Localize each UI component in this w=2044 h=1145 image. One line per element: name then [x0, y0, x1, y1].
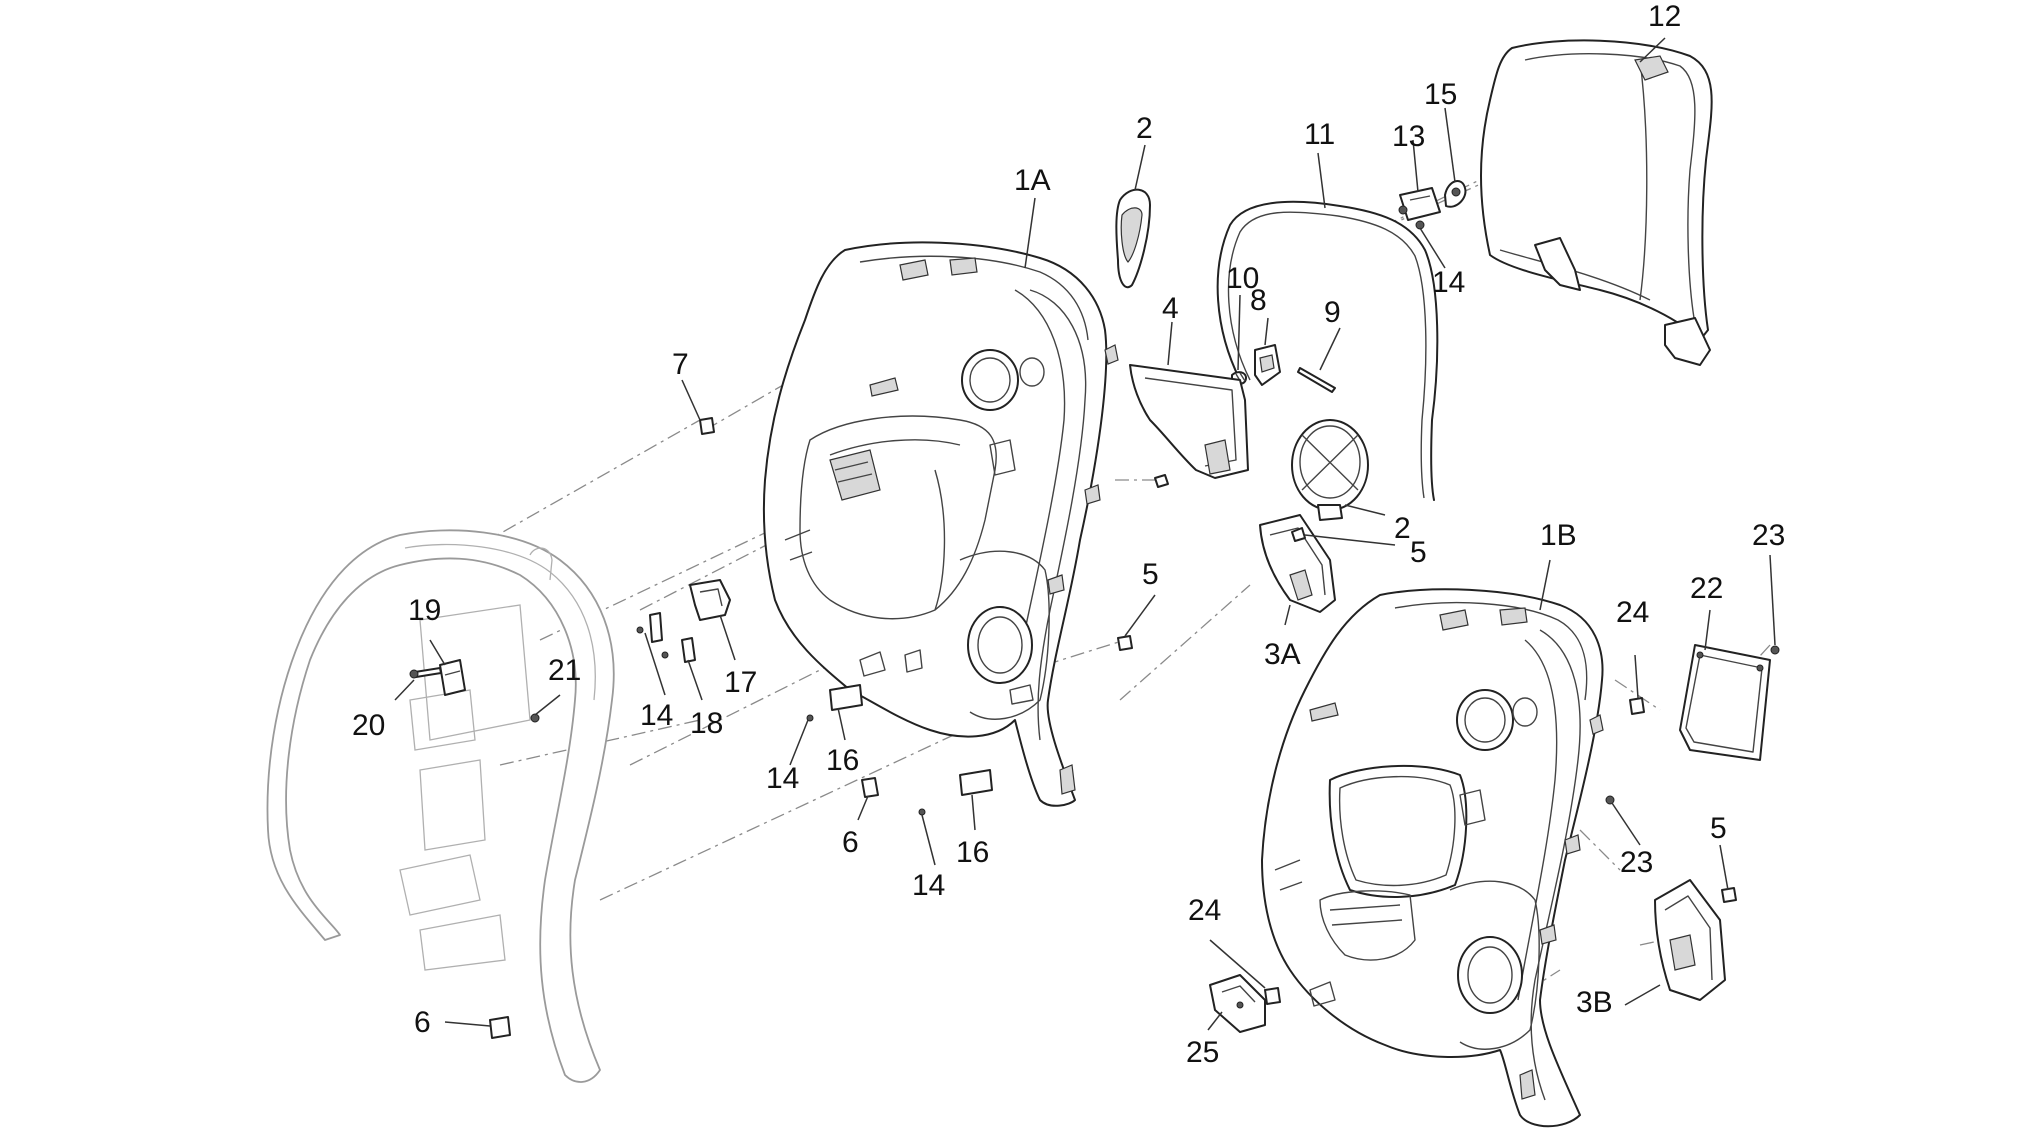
callout-8: 8: [1250, 284, 1267, 317]
callout-16-lower: 16: [956, 836, 989, 869]
part-2-round-cap: [1291, 419, 1369, 521]
callout-13: 13: [1392, 120, 1425, 153]
part-19-bracket: [439, 659, 466, 696]
callout-6: 6: [842, 826, 859, 859]
callout-20: 20: [352, 709, 385, 742]
part-4-glovebox-door: [1129, 364, 1249, 479]
callout-14: 14: [1432, 266, 1465, 299]
callout-labels: 12 15 13 14 11 2 1A 10 8 9 4 7 2 5 1B 23…: [352, 0, 1785, 1069]
part-24-clip-nuts: [1264, 697, 1645, 1005]
part-14-screws-top: [1398, 205, 1425, 230]
callout-24: 24: [1616, 596, 1649, 629]
part-14-plate: [649, 612, 663, 643]
callout-14-mid: 14: [766, 762, 799, 795]
callout-leaders: [394, 37, 1776, 1031]
callout-6-lower: 6: [414, 1006, 431, 1039]
callout-5: 5: [1410, 536, 1427, 569]
callout-14-lower: 14: [912, 869, 945, 902]
part-20-bolt: [409, 667, 442, 679]
callout-1b: 1B: [1540, 519, 1577, 552]
callout-17: 17: [724, 666, 757, 699]
part-25-plate: [1209, 974, 1266, 1033]
part-16-clips: [829, 684, 993, 796]
callout-11: 11: [1304, 118, 1335, 151]
callout-23-lower: 23: [1620, 846, 1653, 879]
part-22-panel: [1679, 644, 1771, 761]
part-7-clip: [699, 417, 715, 435]
part-1a-leg-shield: [762, 241, 1119, 807]
callout-18: 18: [690, 707, 723, 740]
callout-9: 9: [1324, 296, 1341, 329]
callout-25: 25: [1186, 1036, 1219, 1069]
part-18-bracket: [681, 637, 696, 663]
callout-2-lower: 2: [1394, 512, 1411, 545]
callout-5-mid: 5: [1142, 558, 1159, 591]
callout-7: 7: [672, 348, 689, 381]
part-9-pin: [1297, 367, 1336, 393]
part-3a-cover: [1259, 514, 1336, 613]
part-5-screws: [1117, 474, 1737, 903]
callout-22: 22: [1690, 572, 1723, 605]
callout-3b: 3B: [1576, 986, 1613, 1019]
part-17-bracket: [689, 579, 731, 621]
callout-12: 12: [1648, 0, 1681, 33]
part-12-upper-shield: [1480, 39, 1713, 366]
callout-10: 10: [1226, 262, 1259, 295]
part-15-clip: [1444, 179, 1467, 208]
part-8-latch: [1254, 344, 1281, 386]
part-14-screws-left: [636, 626, 926, 816]
callout-23: 23: [1752, 519, 1785, 552]
part-1b-leg-shield: [1261, 588, 1604, 1128]
callout-2: 2: [1136, 112, 1153, 145]
part-21-nut: [530, 713, 540, 723]
part-13-bracket: [1399, 187, 1441, 221]
part-3b-cover: [1654, 879, 1726, 1001]
part-23-screws: [1605, 645, 1780, 805]
callout-4: 4: [1162, 292, 1179, 325]
callout-5-right: 5: [1710, 812, 1727, 845]
part-2-oval-cover: [1115, 188, 1151, 289]
callout-15: 15: [1424, 78, 1457, 111]
callout-21: 21: [548, 654, 581, 687]
part-6-clips: [489, 777, 879, 1039]
part-11-edge-trim: [1216, 200, 1439, 501]
callout-14-left: 14: [640, 699, 673, 732]
callout-1a: 1A: [1014, 164, 1051, 197]
callout-24-lower: 24: [1188, 894, 1221, 927]
frame-structure: [266, 529, 615, 1083]
callout-19: 19: [408, 594, 441, 627]
callout-3a: 3A: [1264, 638, 1301, 671]
callout-16: 16: [826, 744, 859, 777]
